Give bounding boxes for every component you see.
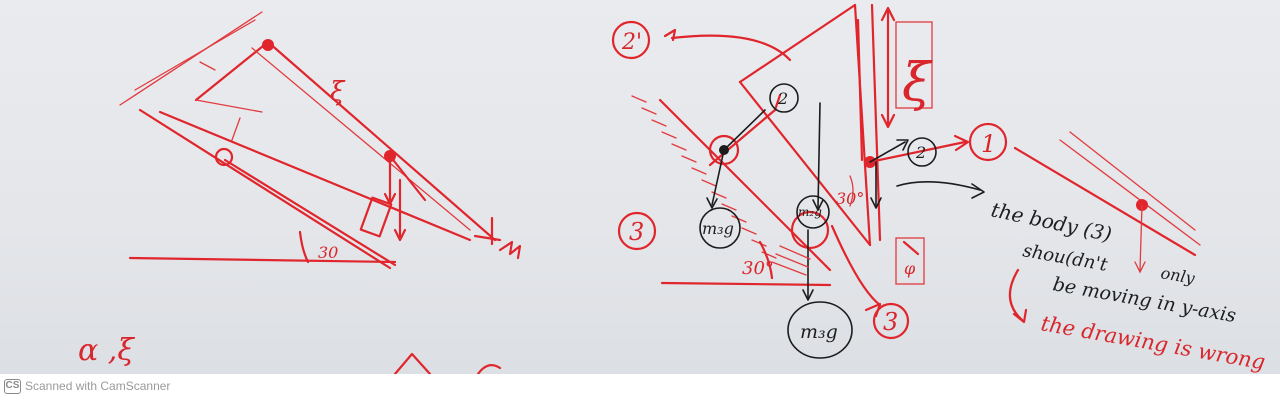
partial-curve-bottom: [476, 363, 502, 374]
epsilon-boxed: ξ: [902, 53, 933, 113]
label-3-left: 3: [629, 218, 644, 246]
label-1: 1: [981, 130, 996, 158]
note-line-2: shou(dn't: [1021, 240, 1110, 276]
note-line-1: the body (3): [989, 197, 1114, 246]
m2g-middle-label: m₂g: [798, 205, 822, 219]
circle-2-label: 2: [777, 89, 788, 108]
camscanner-logo: CS: [4, 379, 21, 394]
scanned-paper: ξ 30 α ,ξ: [0, 0, 1280, 374]
m3g-left-label: m₃g: [702, 219, 734, 238]
left-incline-sketch: [119, 11, 522, 270]
phi-box-label: φ: [904, 259, 916, 278]
right-incline-sketch: [1008, 131, 1201, 324]
epsilon-left: ξ: [330, 77, 346, 107]
circle-2-right-label: 2: [915, 143, 926, 162]
angle-30-left: 30: [318, 243, 338, 262]
camscanner-watermark: Scanned with CamScanner: [25, 379, 171, 393]
middle-wedge-sketch: [611, 3, 1008, 359]
angle-30-small: 30°: [742, 258, 774, 279]
label-2-prime: 2': [621, 30, 642, 55]
sketch-canvas: ξ 30 α ,ξ: [78, 3, 1267, 374]
m3g-bottom-label: m₃g: [800, 321, 838, 343]
alpha-epsilon-label: α ,ξ: [78, 333, 135, 368]
scanner-footer: CS Scanned with CamScanner: [0, 374, 1280, 401]
note-line-2-only: only: [1159, 263, 1197, 288]
label-3-bottom: 3: [883, 308, 898, 336]
partial-shape-bottom: [393, 352, 432, 374]
angle-30-middle: 30°: [836, 189, 864, 208]
